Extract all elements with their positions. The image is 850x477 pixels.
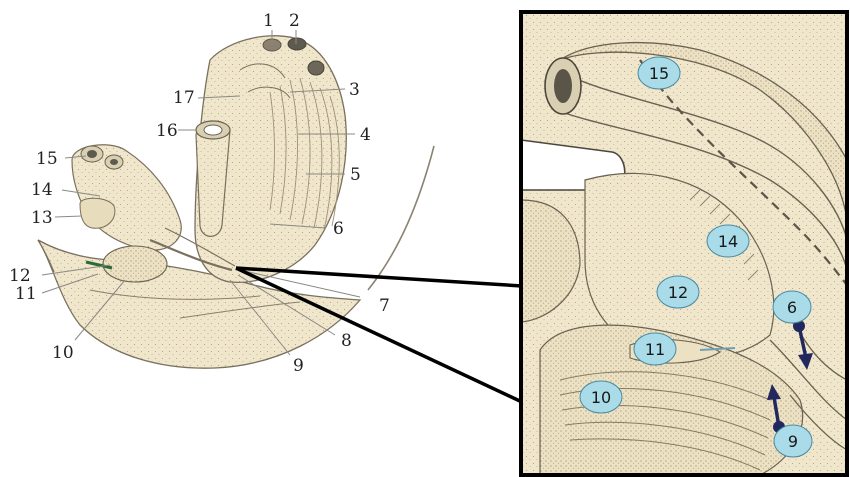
inset-label-11: 11: [645, 340, 665, 359]
left-label-3: 3: [349, 80, 360, 100]
left-label-5: 5: [350, 165, 361, 185]
left-label-14: 14: [31, 180, 53, 200]
inset-bubble-6: 6: [773, 291, 811, 323]
left-label-4: 4: [360, 125, 371, 145]
inset-bubble-10: 10: [580, 381, 622, 413]
left-label-1: 1: [263, 11, 274, 31]
left-label-9: 9: [293, 356, 304, 376]
inset-label-14: 14: [718, 232, 738, 251]
left-label-13: 13: [31, 208, 53, 228]
inset-bubble-9: 9: [774, 425, 812, 457]
inset-label-12: 12: [668, 283, 688, 302]
left-label-17: 17: [173, 88, 195, 108]
left-label-16: 16: [156, 121, 178, 141]
left-label-11: 11: [15, 284, 37, 304]
inset-label-10: 10: [591, 388, 611, 407]
outer-membrane-curve: [368, 146, 434, 290]
inset-bubble-14: 14: [707, 225, 749, 257]
left-label-8: 8: [341, 331, 352, 351]
left-label-7: 7: [379, 296, 390, 316]
inset-label-15: 15: [649, 64, 669, 83]
inset-bubble-12: 12: [657, 276, 699, 308]
left-label-15: 15: [36, 149, 58, 169]
magnified-inset: 15 14 12 6 11 10 9: [521, 12, 847, 475]
specimen-illustration: [38, 36, 434, 368]
inset-bubble-15: 15: [638, 57, 680, 89]
left-label-2: 2: [289, 11, 300, 31]
inset-label-6: 6: [787, 298, 797, 317]
inset-bubble-11: 11: [634, 333, 676, 365]
left-label-6: 6: [333, 219, 344, 239]
left-label-12-visible: 12: [9, 266, 31, 286]
left-label-10: 10: [52, 343, 74, 363]
inset-label-9: 9: [788, 432, 798, 451]
